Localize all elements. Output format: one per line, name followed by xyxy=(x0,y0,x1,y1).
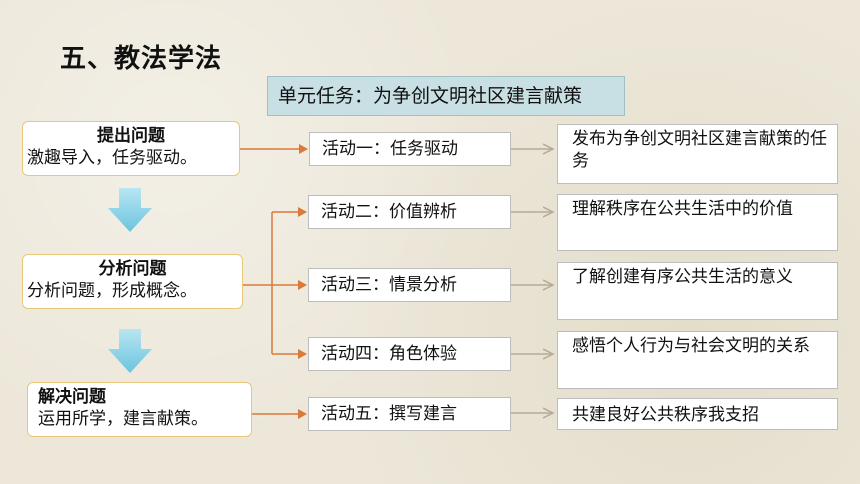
stage-title: 解决问题 xyxy=(38,387,106,407)
stage-box-analyze-question: 分析问题 分析问题，形成概念。 xyxy=(22,254,243,309)
stage-text: 分析问题，形成概念。 xyxy=(27,281,197,301)
activity-box-1: 活动一：任务驱动 xyxy=(309,132,511,166)
down-arrow-icon-1 xyxy=(108,188,152,232)
activity-box-3: 活动三：情景分析 xyxy=(308,268,511,302)
activity-box-4: 活动四：角色体验 xyxy=(308,337,511,371)
stage-text: 运用所学，建言献策。 xyxy=(38,409,208,429)
activity-description-5: 共建良好公共秩序我支招 xyxy=(557,398,838,430)
activity-box-2: 活动二：价值辨析 xyxy=(308,195,511,229)
stage-title: 提出问题 xyxy=(97,126,165,146)
activity-box-5: 活动五：撰写建言 xyxy=(308,397,511,431)
activity-description-2: 理解秩序在公共生活中的价值 xyxy=(557,194,838,251)
unit-task-banner: 单元任务：为争创文明社区建言献策 xyxy=(267,76,625,116)
stage-box-raise-question: 提出问题 激趣导入，任务驱动。 xyxy=(22,121,240,176)
activity-description-1: 发布为争创文明社区建言献策的任务 xyxy=(557,124,838,184)
stage-text: 激趣导入，任务驱动。 xyxy=(27,148,197,168)
slide-title: 五、教法学法 xyxy=(60,44,223,74)
stage-title: 分析问题 xyxy=(98,259,167,279)
activity-description-4: 感悟个人行为与社会文明的关系 xyxy=(557,331,838,389)
down-arrow-icon-2 xyxy=(108,329,152,373)
activity-description-3: 了解创建有序公共生活的意义 xyxy=(557,262,838,320)
stage-box-solve-question: 解决问题 运用所学，建言献策。 xyxy=(27,382,252,437)
